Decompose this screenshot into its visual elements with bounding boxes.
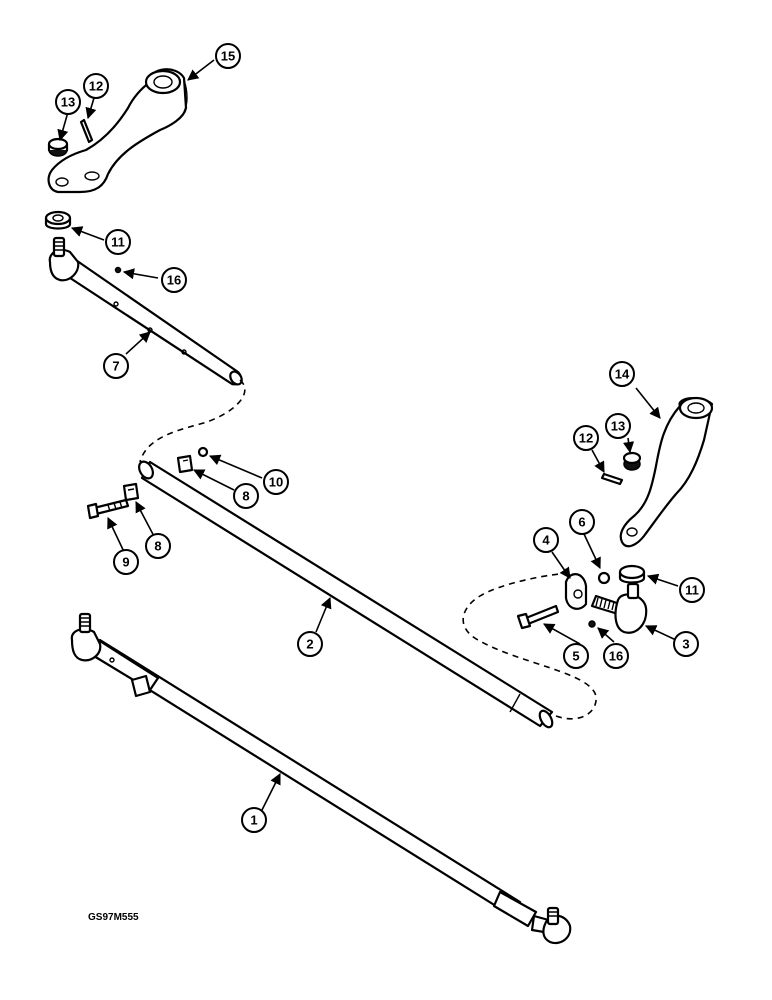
tie-rod-end-right	[590, 582, 648, 634]
svg-text:3: 3	[682, 637, 689, 652]
svg-text:8: 8	[154, 539, 161, 554]
svg-text:9: 9	[122, 555, 129, 570]
callout-9: 9	[113, 549, 139, 575]
callout-6: 6	[569, 509, 595, 535]
svg-text:14: 14	[615, 367, 630, 382]
nut-clamp	[597, 571, 611, 585]
nut-small	[197, 446, 209, 458]
clamp-bolt-right	[516, 604, 560, 630]
callout-5: 5	[563, 643, 589, 669]
svg-text:11: 11	[111, 235, 125, 250]
svg-text:5: 5	[572, 649, 579, 664]
callout-15: 15	[215, 43, 241, 69]
steering-arm-upper	[47, 68, 188, 194]
assembly-dashed-line-left	[139, 379, 246, 463]
callout-4: 4	[533, 527, 559, 553]
svg-text:15: 15	[221, 49, 235, 64]
callout-11: 11	[679, 577, 705, 603]
svg-text:12: 12	[579, 431, 593, 446]
callout-13: 13	[55, 89, 81, 115]
callout-2: 2	[297, 631, 323, 657]
svg-text:8: 8	[242, 489, 249, 504]
castle-nut-upper	[47, 137, 69, 157]
callout-12: 12	[83, 73, 109, 99]
svg-text:6: 6	[578, 515, 585, 530]
svg-text:16: 16	[609, 649, 623, 664]
leader-lines	[57, 59, 679, 811]
callout-8: 8	[145, 533, 171, 559]
svg-text:2: 2	[306, 637, 313, 652]
callout-11: 11	[105, 229, 131, 255]
callout-12: 12	[573, 425, 599, 451]
grease-fitting-left	[114, 266, 122, 274]
tie-rod-assembly	[70, 612, 572, 945]
tube-clamp	[564, 573, 588, 610]
cotter-pin-upper	[79, 118, 94, 144]
svg-text:16: 16	[167, 273, 181, 288]
callout-1: 1	[241, 807, 267, 833]
nut-upper	[44, 210, 72, 230]
grease-fitting-right	[588, 620, 596, 628]
callout-14: 14	[609, 361, 635, 387]
svg-text:4: 4	[542, 533, 550, 548]
svg-text:13: 13	[611, 419, 625, 434]
callout-13: 13	[605, 413, 631, 439]
drawing-code: GS97M555	[88, 912, 139, 923]
callout-16: 16	[603, 643, 629, 669]
nut-right	[618, 564, 646, 584]
svg-text:11: 11	[685, 583, 699, 598]
callout-7: 7	[103, 353, 129, 379]
svg-text:7: 7	[112, 359, 119, 374]
clamp-block-upper	[176, 454, 194, 474]
cotter-pin-right	[600, 472, 624, 486]
assembly-dashed-line-right	[462, 573, 597, 720]
svg-text:10: 10	[269, 475, 283, 490]
svg-text:13: 13	[61, 95, 75, 110]
castle-nut-right	[622, 451, 642, 471]
callout-16: 16	[161, 267, 187, 293]
callout-3: 3	[673, 631, 699, 657]
tie-rod-short	[48, 236, 243, 386]
svg-text:12: 12	[89, 79, 103, 94]
svg-text:1: 1	[250, 813, 257, 828]
clamp-bolt-left	[86, 498, 130, 520]
callout-8: 8	[233, 483, 259, 509]
tie-rod-tube	[138, 460, 554, 729]
clamp-block-lower	[122, 482, 140, 502]
steering-arm-right	[619, 396, 714, 548]
callout-10: 10	[263, 469, 289, 495]
